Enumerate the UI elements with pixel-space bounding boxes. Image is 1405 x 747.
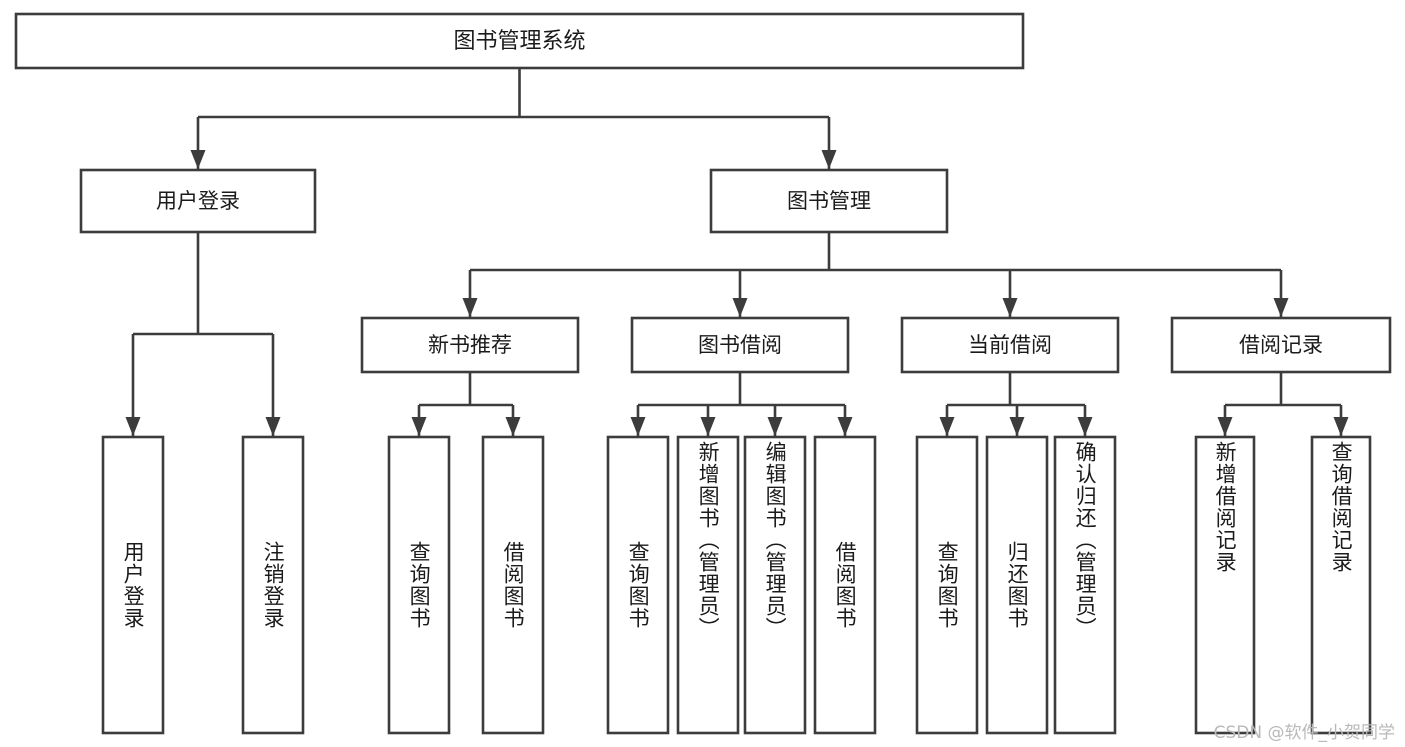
- node-label-user-login: 用户登录: [156, 189, 240, 213]
- node-box-new-book-recommend[interactable]: [360, 316, 580, 374]
- node-box-leaf-query-record[interactable]: [1310, 435, 1372, 735]
- node-box-leaf-logout-login[interactable]: [241, 435, 305, 735]
- arrow-head-icon: [125, 417, 141, 436]
- arrow-head-icon: [190, 150, 206, 169]
- node-box-leaf-borrow-book-2[interactable]: [813, 435, 877, 735]
- arrow-head-icon: [265, 417, 281, 436]
- node-box-current-borrow[interactable]: [900, 316, 1120, 374]
- arrow-head-icon: [630, 417, 646, 436]
- node-label-root: 图书管理系统: [453, 29, 585, 54]
- arrow-head-icon: [1217, 417, 1233, 436]
- arrow-head-icon: [1009, 417, 1025, 436]
- watermark-text: CSDN @软件_小贺同学: [1213, 723, 1395, 743]
- node-box-leaf-edit-book[interactable]: [743, 435, 807, 735]
- arrow-head-icon: [505, 417, 521, 436]
- arrow-head-icon: [837, 417, 853, 436]
- arrow-head-icon: [1333, 417, 1349, 436]
- arrow-head-icon: [1273, 298, 1289, 317]
- arrow-head-icon: [767, 417, 783, 436]
- arrow-head-icon: [732, 298, 748, 317]
- arrow-head-icon: [939, 417, 955, 436]
- arrow-head-icon: [462, 298, 478, 317]
- node-label-new-book-recommend: 新书推荐: [428, 333, 512, 357]
- arrow-head-icon: [821, 150, 837, 169]
- node-label-book-manage: 图书管理: [787, 189, 871, 213]
- node-box-leaf-return-book[interactable]: [985, 435, 1049, 735]
- node-box-borrow-record[interactable]: [1170, 316, 1392, 374]
- arrow-head-icon: [1077, 417, 1093, 436]
- arrow-head-icon: [700, 417, 716, 436]
- node-box-book-borrow[interactable]: [630, 316, 850, 374]
- node-box-leaf-borrow-book-1[interactable]: [481, 435, 545, 735]
- node-box-user-login[interactable]: [79, 168, 317, 234]
- node-label-borrow-record: 借阅记录: [1239, 333, 1323, 357]
- node-box-leaf-query-book-2[interactable]: [606, 435, 670, 735]
- node-box-book-manage[interactable]: [709, 168, 949, 234]
- node-box-leaf-add-book[interactable]: [676, 435, 740, 735]
- node-label-book-borrow: 图书借阅: [698, 333, 782, 357]
- arrow-head-icon: [411, 417, 427, 436]
- node-box-leaf-query-book-1[interactable]: [387, 435, 451, 735]
- node-box-leaf-user-login[interactable]: [101, 435, 165, 735]
- edges-layer: [125, 68, 1349, 436]
- node-box-leaf-query-book-3[interactable]: [915, 435, 979, 735]
- node-box-root[interactable]: [14, 12, 1025, 70]
- node-box-leaf-add-record[interactable]: [1194, 435, 1256, 735]
- node-label-current-borrow: 当前借阅: [968, 333, 1052, 357]
- arrow-head-icon: [1002, 298, 1018, 317]
- node-box-leaf-confirm-return[interactable]: [1053, 435, 1117, 735]
